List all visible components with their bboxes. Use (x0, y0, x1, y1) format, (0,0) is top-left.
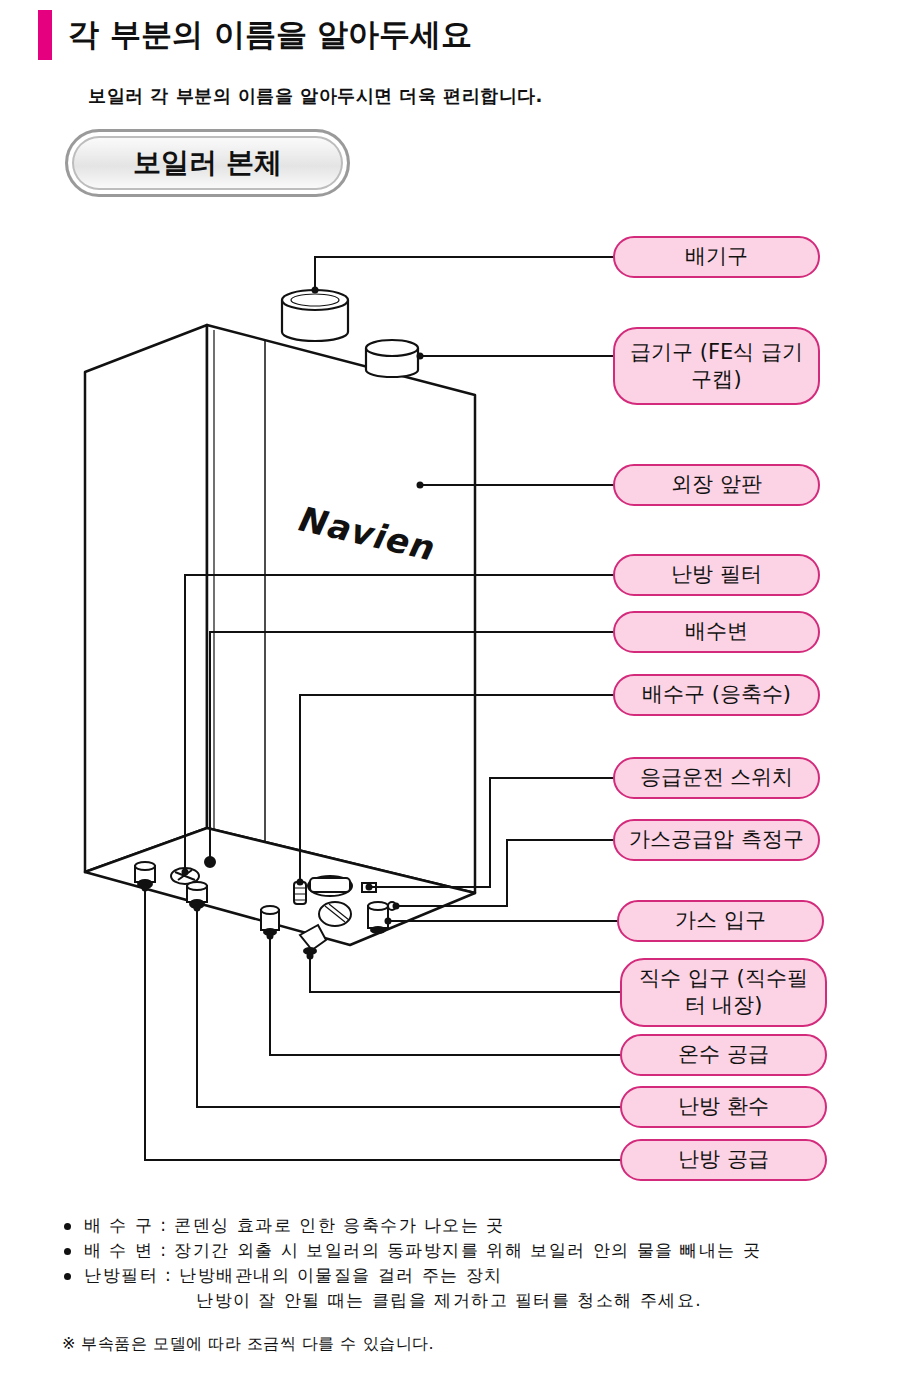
subtitle: 보일러 각 부분의 이름을 알아두시면 더욱 편리합니다. (88, 84, 543, 108)
cold-water-inlet (300, 925, 326, 954)
leader-dot (194, 905, 201, 912)
part-label: 배수변 (613, 611, 820, 653)
leader-dot (182, 869, 189, 876)
leader-line (388, 920, 618, 922)
leader-dot (207, 857, 214, 864)
leader-line (310, 956, 621, 992)
leader-dot (366, 884, 373, 891)
part-label: 난방 공급 (620, 1139, 827, 1181)
leader-line (315, 257, 614, 290)
panel-seam (264, 340, 266, 842)
part-label: 가스공급압 측정구 (613, 819, 820, 861)
side-panel (85, 325, 207, 872)
part-label: 외장 앞판 (613, 464, 820, 506)
drain-valve (205, 857, 215, 867)
part-label: 급기구 (FE식 급기구캡) (613, 327, 820, 405)
leader-dot (267, 933, 274, 940)
footnote: ※ 부속품은 모델에 따라 조금씩 다를 수 있습니다. (62, 1334, 434, 1355)
bullet-dot (64, 1273, 71, 1280)
leader-dot (393, 903, 400, 910)
air-intake (366, 340, 418, 377)
panel-edge (213, 330, 214, 830)
part-label: 가스 입구 (617, 900, 824, 942)
exhaust-pipe (282, 290, 348, 341)
note: 배 수 구 : 콘덴싱 효과로 인한 응축수가 나오는 곳 (84, 1214, 505, 1237)
part-name: 외장 앞판 (671, 471, 762, 498)
part-name: 난방 환수 (678, 1093, 769, 1120)
leader-dot (385, 918, 392, 925)
part-name: 배수변 (685, 618, 748, 645)
leader-line (420, 484, 614, 486)
part-label: 난방 필터 (613, 554, 820, 596)
leader-line (185, 575, 614, 872)
boiler-body (85, 325, 475, 945)
part-label: 배수구 (응축수) (613, 674, 820, 716)
leader-line (270, 936, 621, 1055)
leader-lines (142, 257, 622, 1160)
hot-water-port (261, 906, 279, 935)
leader-dot (307, 953, 314, 960)
part-label: 난방 환수 (620, 1086, 827, 1128)
part-label: 온수 공급 (620, 1034, 827, 1076)
leader-line (369, 778, 614, 887)
part-name: 응급운전 스위치 (640, 764, 794, 791)
page-title: 각 부분의 이름을 알아두세요 (68, 14, 472, 56)
part-name: 가스공급압 측정구 (629, 826, 804, 853)
part-name: 직수 입구 (직수필터 내장) (636, 965, 811, 1020)
note: 난방이 잘 안될 때는 클립을 제거하고 필터를 청소해 주세요. (196, 1289, 702, 1312)
part-label: 응급운전 스위치 (613, 757, 820, 799)
note: 난방필터 : 난방배관내의 이물질을 걸러 주는 장치 (84, 1264, 503, 1287)
part-label: 배기구 (613, 236, 820, 278)
part-name: 난방 필터 (671, 561, 762, 588)
leader-dot (297, 879, 304, 886)
leader-line (420, 355, 614, 357)
leader-dot (417, 353, 424, 360)
part-name: 배기구 (685, 243, 748, 270)
part-name: 배수구 (응축수) (642, 681, 791, 708)
title-marker (38, 10, 52, 60)
bottom-fittings (135, 857, 396, 954)
heading-text: 보일러 본체 (133, 144, 283, 182)
note: 배 수 변 : 장기간 외출 시 보일러의 동파방지를 위해 보일러 안의 물을… (84, 1239, 761, 1262)
leader-dot (417, 482, 424, 489)
leader-line (145, 888, 621, 1160)
part-name: 온수 공급 (678, 1041, 769, 1068)
part-name: 급기구 (FE식 급기구캡) (629, 339, 804, 394)
leader-line (210, 632, 614, 860)
gas-valve (308, 876, 352, 926)
heating-return-port (187, 882, 207, 908)
bullet-dot (64, 1223, 71, 1230)
part-name: 가스 입구 (675, 907, 766, 934)
leader-line (396, 840, 614, 906)
part-label: 직수 입구 (직수필터 내장) (620, 958, 827, 1027)
leader-line (300, 695, 614, 882)
leader-line (197, 908, 621, 1107)
leader-dot (312, 287, 319, 294)
part-name: 난방 공급 (678, 1146, 769, 1173)
heating-supply-port (135, 862, 155, 888)
section-heading: 보일러 본체 (65, 129, 350, 197)
leader-dot (142, 885, 149, 892)
bullet-dot (64, 1248, 71, 1255)
gas-inlet (368, 902, 388, 933)
front-panel (207, 325, 475, 893)
